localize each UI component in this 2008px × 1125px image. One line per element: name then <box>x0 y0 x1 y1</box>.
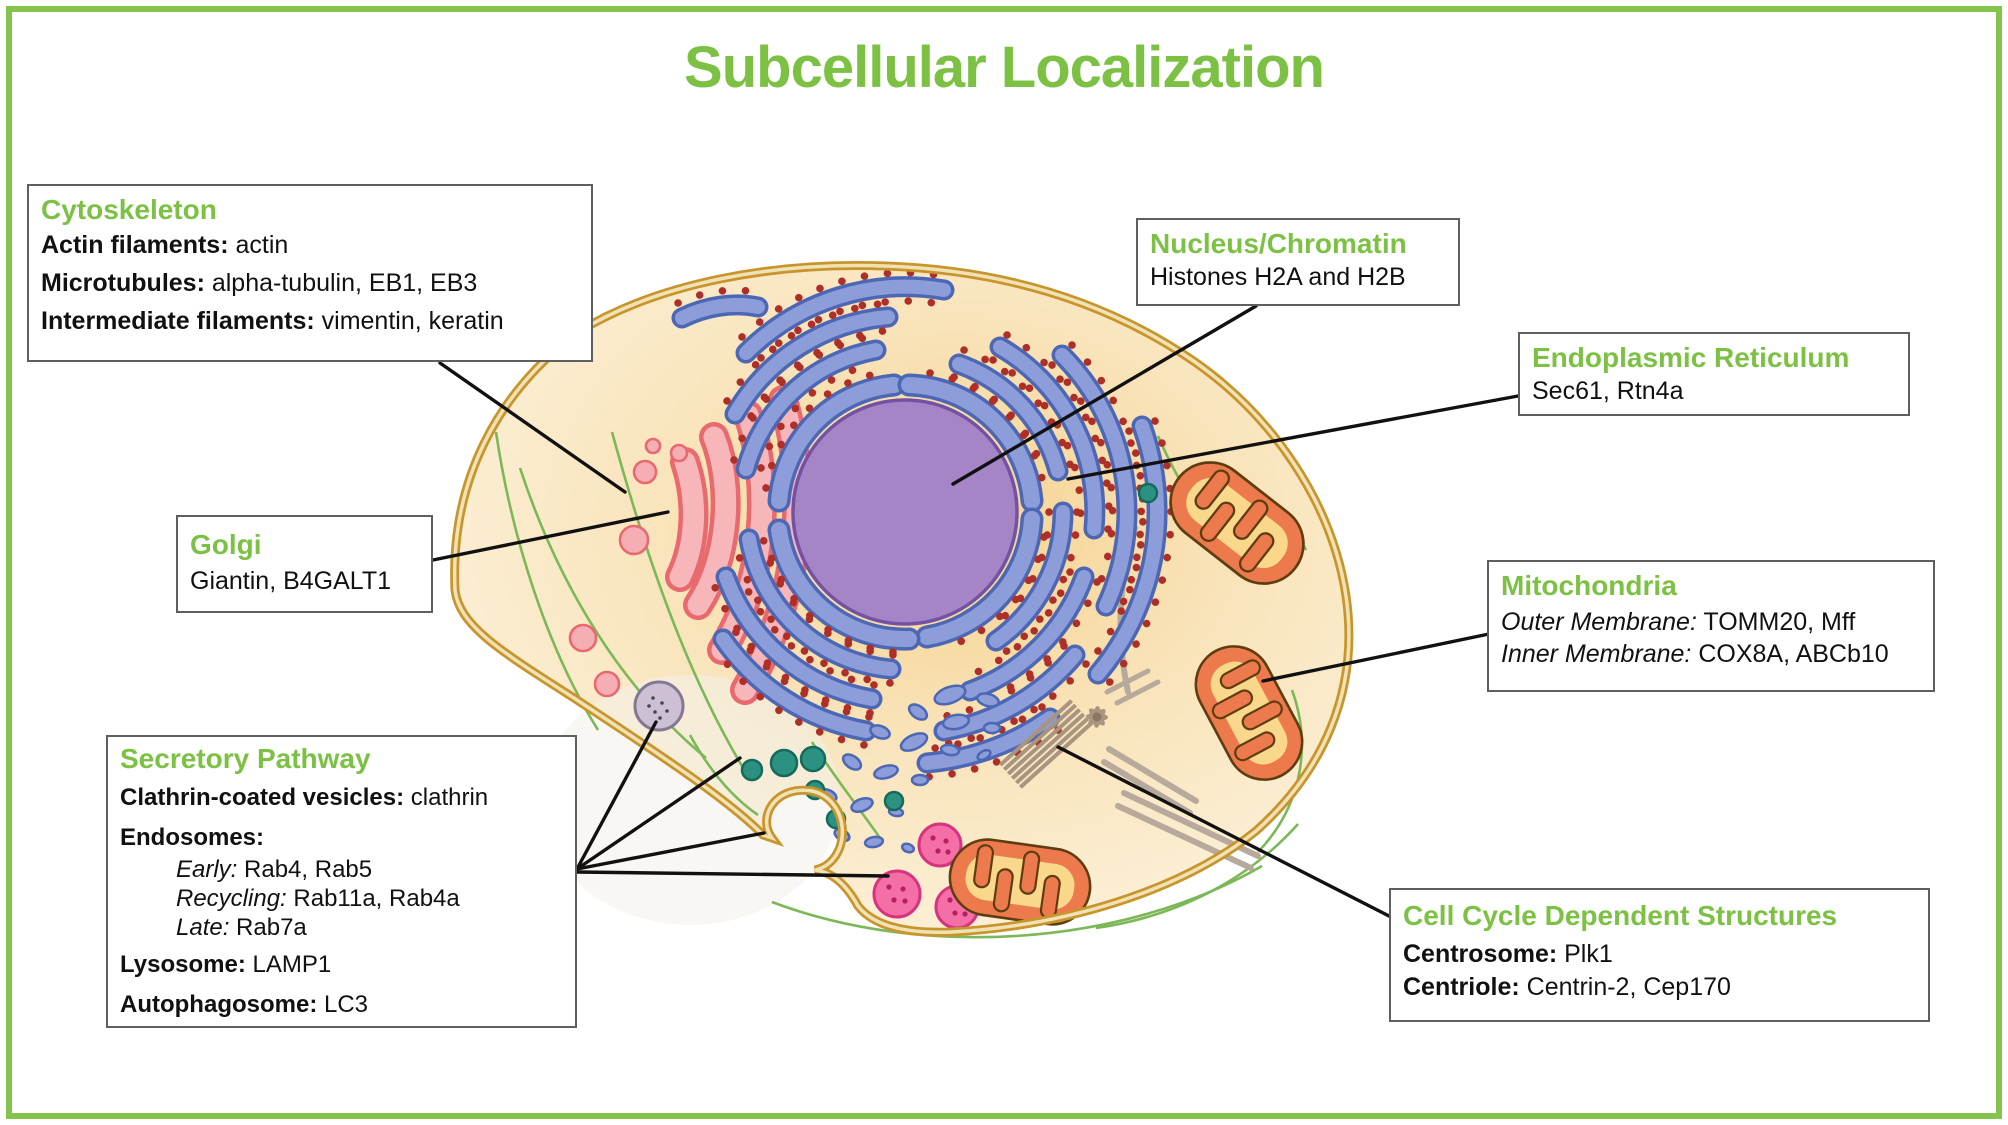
connector-line <box>951 304 1258 486</box>
ribosome-dots <box>674 269 1175 781</box>
cell-cycle-entry: Centriole: Centrin-2, Cep170 <box>1403 973 1731 1001</box>
golgi-vesicles <box>568 437 689 698</box>
centrosome-aster <box>1085 705 1108 728</box>
nuclear-envelope <box>767 373 1044 651</box>
cytoskeleton-entry: Microtubules: alpha-tubulin, EB1, EB3 <box>41 269 478 297</box>
er-label-box: Endoplasmic Reticulum Sec61, Rtn4a <box>1518 332 1910 416</box>
golgi-title: Golgi <box>190 529 262 560</box>
cell-cycle-entry: Centrosome: Plk1 <box>1403 940 1613 968</box>
secretory-entry-clathrin: Clathrin-coated vesicles: clathrin <box>120 784 489 811</box>
cytoskeleton-label-box: Cytoskeleton Actin filaments: actin Micr… <box>27 184 593 362</box>
centriole <box>998 699 1108 789</box>
er-vesicle-trail <box>818 684 1002 854</box>
golgi-entry: Giantin, B4GALT1 <box>190 567 392 595</box>
cell-membrane <box>450 261 1354 937</box>
golgi-label-box: Golgi Giantin, B4GALT1 <box>176 515 433 613</box>
nucleus-shape <box>791 398 1019 626</box>
secretory-pathway-label-box: Secretory Pathway Clathrin-coated vesicl… <box>106 735 577 1028</box>
mitochondria-entry: Inner Membrane: COX8A, ABCb10 <box>1501 640 1889 668</box>
mitochondria-title: Mitochondria <box>1501 570 1677 601</box>
cell-cycle-title: Cell Cycle Dependent Structures <box>1403 900 1838 931</box>
rough-er <box>671 276 1168 774</box>
secretory-entry-recycling: Recycling: Rab11a, Rab4a <box>176 885 460 912</box>
secretory-entry-early: Early: Rab4, Rab5 <box>176 856 373 883</box>
nucleus-label-box: Nucleus/Chromatin Histones H2A and H2B <box>1136 218 1460 306</box>
secretory-entry-autophagosome: Autophagosome: LC3 <box>120 991 369 1018</box>
connector-line <box>575 831 766 871</box>
cytoskeleton-entry: Intermediate filaments: vimentin, kerati… <box>41 307 504 335</box>
cytoskeleton-title: Cytoskeleton <box>41 194 217 225</box>
connector-line <box>431 510 670 562</box>
cytoskeleton-entry: Actin filaments: actin <box>41 231 289 259</box>
connector-line <box>575 720 658 871</box>
secretory-entry-endosomes: Endosomes: <box>120 824 265 851</box>
er-entry: Sec61, Rtn4a <box>1532 377 1684 405</box>
page-title: Subcellular Localization <box>684 35 1325 100</box>
connector-lines <box>431 304 1520 918</box>
secretory-title: Secretory Pathway <box>120 743 371 774</box>
mitochondria-entry: Outer Membrane: TOMM20, Mff <box>1501 608 1856 636</box>
er-title: Endoplasmic Reticulum <box>1532 342 1850 373</box>
autophagosome-shape <box>633 680 685 732</box>
mitochondria-label-box: Mitochondria Outer Membrane: TOMM20, Mff… <box>1487 560 1935 692</box>
connector-line <box>1261 632 1491 683</box>
connector-line <box>575 756 742 871</box>
nucleus-entry: Histones H2A and H2B <box>1150 263 1406 291</box>
connector-line <box>1056 745 1391 918</box>
pink-endosomes <box>872 822 980 930</box>
cell-cycle-label-box: Cell Cycle Dependent Structures Centroso… <box>1389 888 1930 1022</box>
connector-line <box>575 870 890 878</box>
nucleus-title: Nucleus/Chromatin <box>1150 228 1407 259</box>
connector-line <box>438 361 627 494</box>
connector-line <box>1066 394 1520 481</box>
actin-filaments <box>494 431 1308 939</box>
secretory-entry-lysosome: Lysosome: LAMP1 <box>120 951 332 978</box>
secretory-entry-late: Late: Rab7a <box>176 914 307 941</box>
